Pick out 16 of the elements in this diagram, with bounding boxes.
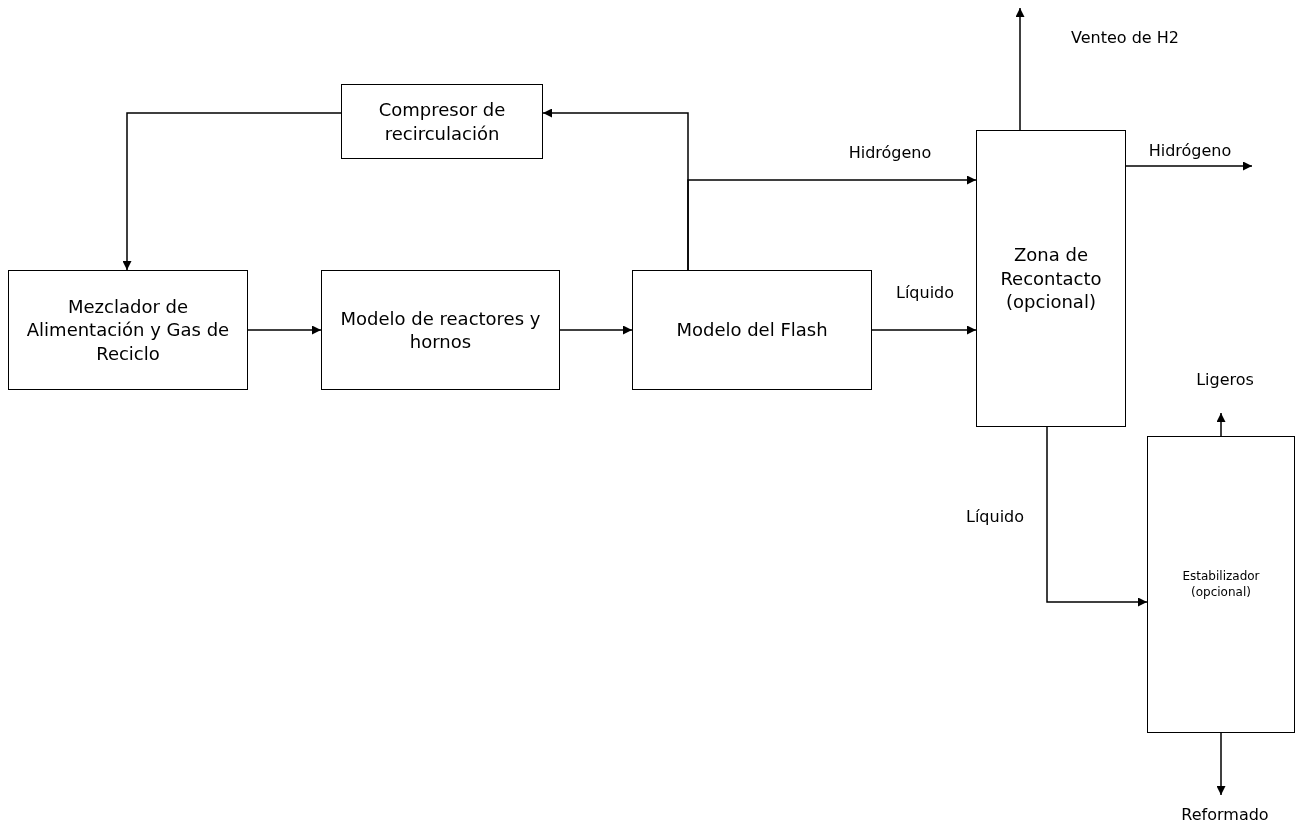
process-box: Zona de Recontacto (opcional) [976, 130, 1126, 427]
process-box: Mezclador de Alimentación y Gas de Reciclo [8, 270, 248, 390]
process-box: Modelo de reactores y hornos [321, 270, 560, 390]
process-box: Modelo del Flash [632, 270, 872, 390]
process-box: Compresor de recirculación [341, 84, 543, 159]
process-box: Estabilizador (opcional) [1147, 436, 1295, 733]
arrow [122, 112, 342, 271]
arrow [559, 325, 633, 335]
arrow [1216, 412, 1226, 437]
arrow [1216, 732, 1226, 796]
arrow [871, 325, 977, 335]
arrow [247, 325, 322, 335]
arrow [1015, 7, 1025, 131]
arrow [1046, 426, 1148, 607]
arrow [1125, 161, 1253, 171]
arrow [687, 175, 977, 271]
